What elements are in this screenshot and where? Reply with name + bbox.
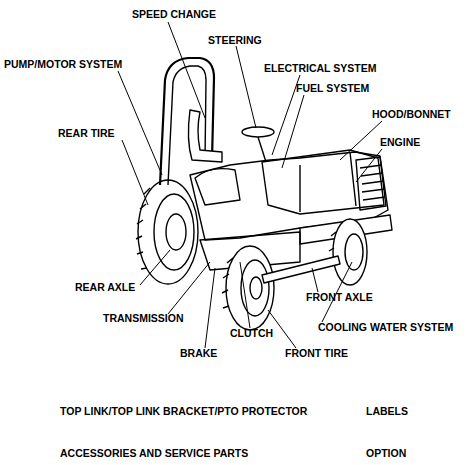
part-label: ACCESSORIES AND SERVICE PARTS (60, 447, 248, 459)
part-label: ELECTRICAL SYSTEM (264, 62, 376, 74)
part-label: LABELS (366, 405, 408, 417)
part-label: REAR TIRE (58, 127, 115, 139)
part-label: FRONT AXLE (306, 291, 373, 303)
leader-lines (118, 22, 382, 348)
part-label: HOOD/BONNET (372, 108, 451, 120)
part-label: FRONT TIRE (285, 347, 348, 359)
part-label: REAR AXLE (75, 281, 135, 293)
part-label: FUEL SYSTEM (296, 82, 369, 94)
part-label: SPEED CHANGE (132, 8, 216, 20)
part-label: OPTION (366, 447, 406, 459)
part-label: TRANSMISSION (103, 312, 184, 324)
part-label: TOP LINK/TOP LINK BRACKET/PTO PROTECTOR (60, 405, 307, 417)
part-label: BRAKE (180, 347, 217, 359)
part-label: ENGINE (380, 136, 420, 148)
part-label: COOLING WATER SYSTEM (318, 321, 453, 333)
part-label: STEERING (208, 34, 262, 46)
part-label: PUMP/MOTOR SYSTEM (4, 58, 122, 70)
part-label: CLUTCH (230, 327, 273, 339)
